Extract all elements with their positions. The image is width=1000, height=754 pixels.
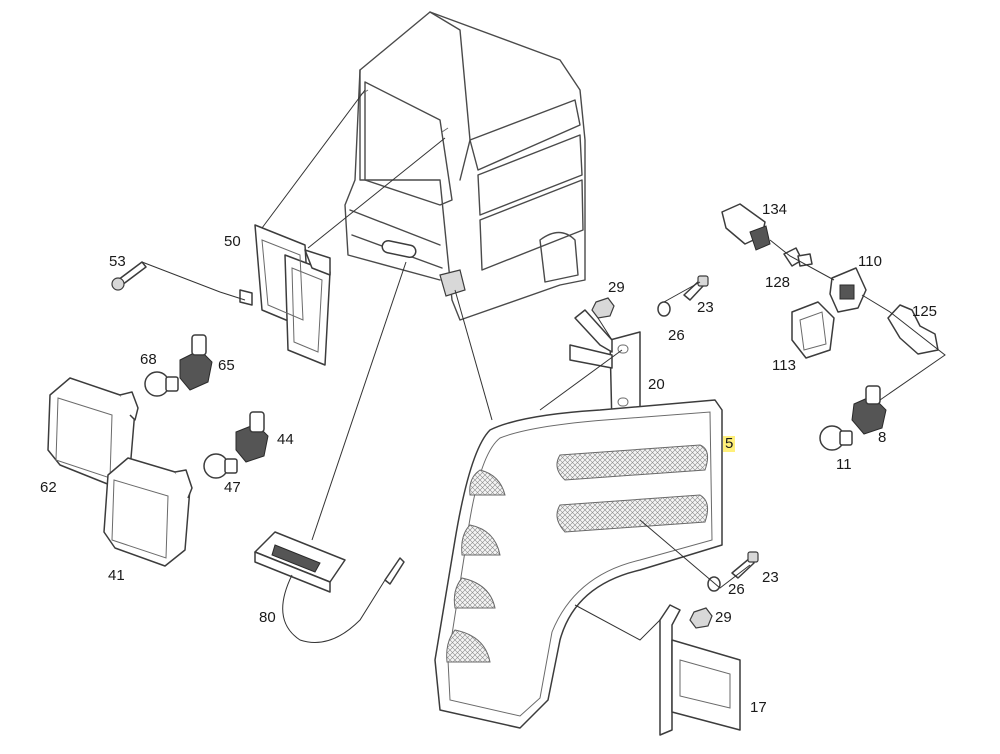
- right-electrical-parts: [721, 203, 939, 451]
- callout-17: 17: [750, 699, 767, 716]
- callout-50: 50: [224, 233, 241, 250]
- callout-44: 44: [277, 431, 294, 448]
- leader-lines: [141, 89, 946, 641]
- callout-65: 65: [218, 357, 235, 374]
- callout-29-bottom: 29: [715, 609, 732, 626]
- callout-68: 68: [140, 351, 157, 368]
- part-80-light: [254, 531, 405, 643]
- part-53-screw: [111, 261, 147, 291]
- part-17-bracket: [659, 604, 741, 736]
- part-62-lamp: [47, 377, 139, 486]
- callout-125: 125: [912, 303, 938, 320]
- callout-80: 80: [259, 609, 276, 626]
- callout-26-top: 26: [668, 327, 685, 344]
- callout-8: 8: [878, 429, 887, 446]
- part-20-bracket: [569, 309, 641, 429]
- callout-47: 47: [224, 479, 241, 496]
- truck-cab: [344, 11, 586, 321]
- callout-53: 53: [109, 253, 126, 270]
- callout-134: 134: [762, 201, 788, 218]
- part-5-fender: [434, 399, 723, 729]
- callout-110: 110: [858, 253, 882, 270]
- callout-29-top: 29: [608, 279, 625, 296]
- part-50-plate: [239, 224, 331, 366]
- callout-23-bottom: 23: [762, 569, 779, 586]
- part-41-lamp: [103, 457, 193, 567]
- callout-128: 128: [765, 274, 791, 291]
- callout-5: 5: [723, 435, 736, 452]
- callout-62: 62: [40, 479, 57, 496]
- callout-26-bottom: 26: [728, 581, 745, 598]
- callout-11: 11: [836, 456, 852, 473]
- callout-41: 41: [108, 567, 125, 584]
- bulbs-left: [144, 334, 269, 479]
- callout-113: 113: [772, 357, 796, 374]
- callout-23-top: 23: [697, 299, 714, 316]
- callout-20: 20: [648, 376, 665, 393]
